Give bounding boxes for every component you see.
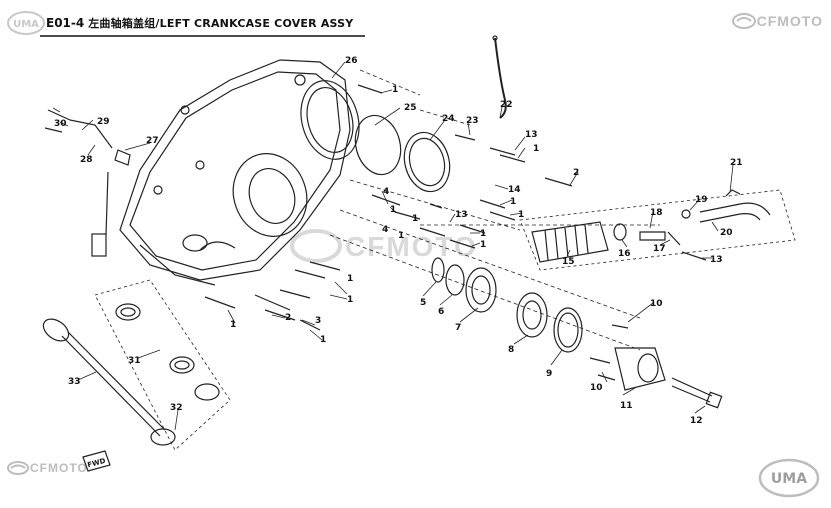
hose-end-icon xyxy=(492,35,498,41)
crankcase-cover xyxy=(119,59,351,286)
brand-bottom-left-text: CFMOTO xyxy=(30,461,88,475)
callout-6: 6 xyxy=(438,307,444,317)
callout-1: 1 xyxy=(320,335,326,345)
cfmoto-logo-icon xyxy=(7,461,29,475)
callout-29: 29 xyxy=(97,117,110,127)
detail-box-31 xyxy=(94,279,231,451)
brand-top-right: CFMOTO xyxy=(731,12,823,30)
callout-labels: 1 1 4 1 1 4 1 13 1 1 1 1 1 2 3 1 2 5 6 7… xyxy=(54,56,743,426)
callout-31: 31 xyxy=(128,356,141,366)
header-underline xyxy=(40,35,365,37)
callout-1: 1 xyxy=(480,229,486,239)
o-rings xyxy=(115,303,220,446)
callout-1: 1 xyxy=(533,144,539,154)
callout-2: 2 xyxy=(573,168,579,178)
uma-badge-text: UMA xyxy=(13,19,39,30)
callout-3: 3 xyxy=(315,316,321,326)
callout-22: 22 xyxy=(500,100,513,110)
rubber-boot xyxy=(531,221,681,263)
gasket-rings xyxy=(300,80,451,193)
cap xyxy=(614,347,666,391)
callout-7: 7 xyxy=(455,323,461,333)
callout-15: 15 xyxy=(562,257,575,267)
callout-24: 24 xyxy=(442,114,455,124)
callout-32: 32 xyxy=(170,403,183,413)
callout-28: 28 xyxy=(80,155,93,165)
callout-1: 1 xyxy=(392,85,398,95)
callout-1: 1 xyxy=(412,214,418,224)
watermark-text: CFMOTO xyxy=(345,231,478,262)
fwd-indicator: FWD xyxy=(82,450,111,472)
callout-1: 1 xyxy=(510,197,516,207)
callout-21: 21 xyxy=(730,158,743,168)
callout-8: 8 xyxy=(508,345,514,355)
callout-16: 16 xyxy=(618,249,631,259)
drain-bolt xyxy=(671,377,723,409)
callout-1: 1 xyxy=(390,205,396,215)
speed-sensor xyxy=(44,109,131,257)
page-header: UMA E01-4 左曲轴箱盖组/LEFT CRANKCASE COVER AS… xyxy=(6,10,353,36)
seals xyxy=(431,257,583,353)
callout-13: 13 xyxy=(525,130,538,140)
callout-26: 26 xyxy=(345,56,358,66)
callout-2: 2 xyxy=(285,313,291,323)
dipstick xyxy=(42,318,166,437)
callout-5: 5 xyxy=(420,298,426,308)
callout-30: 30 xyxy=(54,119,67,129)
brand-top-right-text: CFMOTO xyxy=(756,13,823,29)
callout-20: 20 xyxy=(720,228,733,238)
callout-25: 25 xyxy=(404,103,417,113)
brand-bottom-left: CFMOTO xyxy=(6,460,88,476)
uma-logo-icon: UMA xyxy=(758,458,820,498)
callout-27: 27 xyxy=(146,136,159,146)
detail-box-21 xyxy=(519,189,796,271)
callout-13: 13 xyxy=(455,210,468,220)
callout-17: 17 xyxy=(653,244,666,254)
callout-12: 12 xyxy=(690,416,703,426)
fwd-label: FWD xyxy=(87,457,107,470)
callout-4: 4 xyxy=(382,225,388,235)
diagram-title: 左曲轴箱盖组/LEFT CRANKCASE COVER ASSY xyxy=(88,17,354,30)
callout-1: 1 xyxy=(347,295,353,305)
callout-13: 13 xyxy=(710,255,723,265)
diagram-code: E01-4 xyxy=(46,16,85,30)
breather-pipe xyxy=(681,189,771,223)
uma-badge-icon: UMA xyxy=(7,11,45,35)
callout-10: 10 xyxy=(590,383,603,393)
callout-18: 18 xyxy=(650,208,663,218)
callout-23: 23 xyxy=(466,116,479,126)
leader-lines xyxy=(52,61,734,431)
callout-1: 1 xyxy=(398,231,404,241)
callout-11: 11 xyxy=(620,401,633,411)
callout-33: 33 xyxy=(68,377,81,387)
alignment-lines xyxy=(329,69,660,351)
callout-9: 9 xyxy=(546,369,552,379)
callout-4: 4 xyxy=(383,187,389,197)
cfmoto-logo-icon xyxy=(731,13,756,29)
callout-1: 1 xyxy=(230,320,236,330)
callout-14: 14 xyxy=(508,185,521,195)
uma-logo-text: UMA xyxy=(771,471,807,487)
callout-1: 1 xyxy=(480,240,486,250)
callout-10: 10 xyxy=(650,299,663,309)
breather-hose xyxy=(494,37,507,119)
callout-19: 19 xyxy=(695,195,708,205)
watermark: CFMOTO xyxy=(290,229,478,263)
callout-1: 1 xyxy=(347,274,353,284)
callout-1: 1 xyxy=(518,210,524,220)
